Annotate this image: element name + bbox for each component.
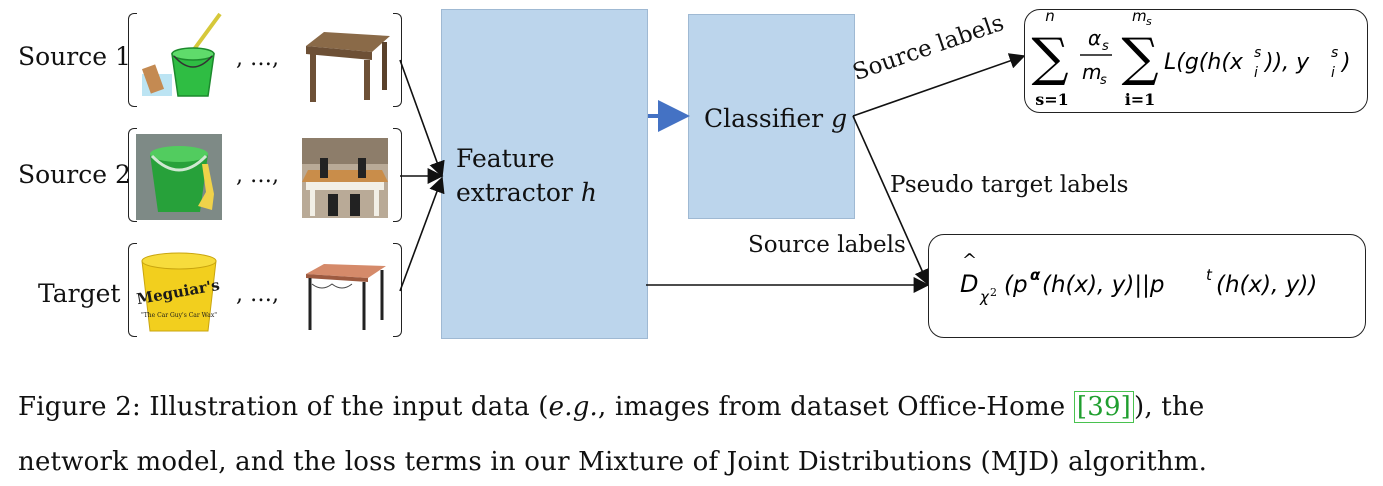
- classifier-word: Classifier: [704, 104, 824, 133]
- feature-extractor-line2: extractor h: [456, 176, 597, 210]
- x-superscript: s: [1254, 45, 1261, 61]
- feature-extractor-word: extractor: [456, 178, 573, 207]
- loss-close-paren: ): [1340, 50, 1351, 75]
- feature-extractor-symbol: h: [580, 178, 597, 207]
- outer-sum-upper: n: [1045, 9, 1055, 25]
- inner-sum-lower: i=1: [1125, 90, 1156, 109]
- divergence-loss-formula: ^ D χ 2 (p α (h(x), y)||p t (h(x), y)): [960, 250, 1317, 306]
- caption-line-2: network model, and the loss terms in our…: [18, 447, 1208, 477]
- feature-extractor-box: [441, 9, 648, 339]
- caption-text-c: ), the: [1134, 392, 1205, 422]
- yellow-bucket-photo-image: Meguiar's "The Car Guy's Car Wax": [136, 252, 221, 332]
- green-bucket-photo-image: [136, 134, 222, 220]
- source1-left-bracket: [128, 13, 137, 107]
- source2-label: Source 2: [18, 160, 131, 189]
- inner-sum-symbol: ∑: [1121, 28, 1158, 88]
- inner-sum-upper: m: [1132, 9, 1147, 25]
- source1-label: Source 1: [18, 42, 131, 71]
- divergence-chi: χ: [979, 288, 990, 306]
- classifier-symbol: g: [831, 104, 848, 133]
- hat-mark: ^: [962, 250, 977, 271]
- frac-denominator: m: [1082, 60, 1101, 84]
- classifier-to-divergence-arrow: [852, 115, 930, 286]
- outer-sum-symbol: ∑: [1031, 28, 1068, 88]
- source1-to-extractor-arrow: [399, 59, 445, 178]
- source-labels-bottom-label: Source labels: [748, 232, 906, 258]
- divergence-D: D: [960, 270, 978, 298]
- divergence-body-1: (p: [1004, 272, 1028, 298]
- classification-loss-box: [1024, 9, 1368, 113]
- bucket-mop-image: [141, 12, 222, 97]
- source2-ellipsis: , …,: [236, 163, 279, 188]
- x-subscript: i: [1254, 65, 1258, 81]
- classifier-to-source-loss-arrow: [852, 53, 1026, 117]
- alpha-superscript: α: [1030, 266, 1041, 284]
- target-left-bracket: [128, 243, 137, 337]
- divergence-chi-power: 2: [990, 286, 997, 299]
- caption-text-a: Figure 2: Illustration of the input data…: [18, 392, 549, 422]
- citation-link[interactable]: [39]: [1073, 391, 1135, 423]
- caption-line-1: Figure 2: Illustration of the input data…: [18, 391, 1205, 423]
- feature-extractor-label: Feature extractor h: [456, 142, 597, 210]
- wooden-table-image: [306, 32, 390, 102]
- caption-eg: e.g.: [548, 392, 599, 422]
- caption-text-b: , images from dataset Office-Home: [598, 392, 1074, 422]
- dining-table-photo-image: [302, 138, 388, 218]
- y-superscript: s: [1331, 45, 1338, 61]
- y-subscript: i: [1331, 65, 1335, 81]
- divergence-loss-box: [928, 234, 1366, 338]
- frac-numerator: α: [1088, 26, 1101, 50]
- source2-left-bracket: [128, 128, 137, 222]
- divergence-body-2: (h(x), y)||p: [1042, 272, 1164, 298]
- svg-text:"The Car Guy's Car Wax": "The Car Guy's Car Wax": [141, 312, 217, 319]
- target-to-extractor-arrow: [399, 176, 445, 292]
- classification-loss-formula: n ∑ s=1 α s m s m s ∑ i=1 L(g(h(x s i ))…: [1031, 9, 1351, 109]
- classifier-label: Classifier g: [704, 102, 847, 136]
- t-superscript: t: [1206, 266, 1213, 284]
- loss-body-rest: )), y: [1263, 50, 1310, 75]
- frac-denominator-sub: s: [1100, 73, 1107, 88]
- source1-right-bracket: [393, 13, 402, 107]
- source2-right-bracket: [393, 128, 402, 222]
- loss-body: L(g(h(x: [1164, 50, 1244, 75]
- target-right-bracket: [393, 243, 402, 337]
- divergence-body-3: (h(x), y)): [1216, 272, 1317, 298]
- source1-ellipsis: , …,: [236, 46, 279, 71]
- feature-extractor-line1: Feature: [456, 144, 555, 173]
- pseudo-target-labels-label: Pseudo target labels: [890, 172, 1129, 198]
- frac-numerator-sub: s: [1102, 39, 1109, 54]
- target-label: Target: [38, 279, 121, 308]
- classifier-box: [688, 14, 855, 219]
- target-ellipsis: , …,: [236, 282, 279, 307]
- outer-sum-lower: s=1: [1035, 90, 1069, 109]
- metal-table-image: [306, 264, 386, 330]
- inner-sum-upper-sub: s: [1146, 15, 1152, 28]
